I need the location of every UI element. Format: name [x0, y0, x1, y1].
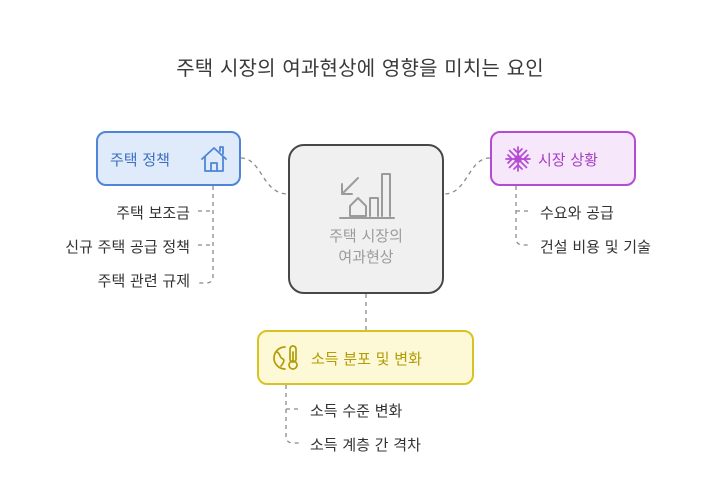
snowflake-icon: [505, 146, 531, 172]
center-label-line2: 여과현상: [338, 248, 394, 266]
growth-chart-icon: [339, 173, 395, 219]
connector-market-center: [443, 157, 491, 195]
house-icon: [201, 146, 227, 172]
income-item-level-change: 소득 수준 변화: [310, 402, 403, 420]
center-label: 주택 시장의 여과현상: [290, 226, 442, 268]
globe-thermometer-icon: [273, 345, 298, 370]
node-market-conditions-label: 시장 상황: [538, 151, 598, 169]
node-housing-policy: 주택 정책: [96, 131, 241, 186]
diagram-title: 주택 시장의 여과현상에 영향을 미치는 요인: [176, 56, 544, 80]
housing-item-subsidy: 주택 보조금: [116, 204, 190, 222]
income-item-class-gap: 소득 계층 간 격차: [310, 436, 421, 454]
node-income-changes-label: 소득 분포 및 변화: [311, 350, 422, 368]
connector-market-tree: [515, 186, 531, 246]
housing-item-supply-policy: 신규 주택 공급 정책: [65, 238, 190, 256]
connector-housing-tree: [198, 186, 214, 284]
housing-item-regulation: 주택 관련 규제: [97, 272, 190, 290]
node-income-changes: 소득 분포 및 변화: [257, 330, 474, 385]
node-market-conditions: 시장 상황: [490, 131, 636, 186]
center-node: 주택 시장의 여과현상: [288, 144, 444, 294]
market-item-supply-demand: 수요와 공급: [540, 204, 614, 222]
node-housing-policy-label: 주택 정책: [110, 151, 170, 169]
connector-housing-center: [240, 157, 289, 195]
connector-income-tree: [285, 385, 301, 444]
center-label-line1: 주택 시장의: [329, 227, 403, 245]
market-item-construction-cost: 건설 비용 및 기술: [540, 238, 651, 256]
